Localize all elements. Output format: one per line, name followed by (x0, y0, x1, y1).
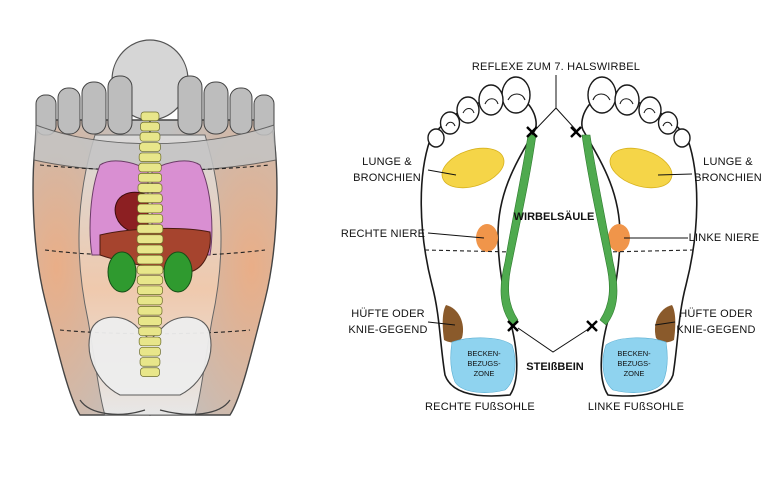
label-sole-left: LINKE FUßSOHLE (588, 401, 684, 413)
kidney-organ-left (107, 251, 137, 293)
vertebra (140, 121, 160, 132)
vertebra (136, 224, 164, 234)
vertebra (136, 234, 164, 244)
spine-organ (136, 111, 164, 377)
label-sole-right: RECHTE FUßSOHLE (425, 401, 535, 413)
label-lung-right-foot-2: BRONCHIEN (353, 172, 421, 184)
vertebra (140, 367, 160, 377)
label-pelvis-right-foot-2: BEZUGS- (467, 359, 501, 368)
vertebra (137, 295, 163, 306)
vertebra (136, 213, 164, 224)
pelvis-zone-left-foot (602, 337, 668, 393)
label-lung-left-foot-2: BRONCHIEN (694, 172, 762, 184)
label-hip-left-foot-1: HÜFTE ODER (679, 308, 753, 320)
vertebra (139, 142, 161, 152)
cross-marker-icon (570, 126, 582, 138)
label-hip-right-foot-2: KNIE-GEGEND (348, 324, 427, 336)
label-spine: WIRBELSÄULE (514, 210, 595, 223)
label-kidney-right: RECHTE NIERE (341, 228, 425, 240)
label-lung-right-foot-1: LUNGE & (362, 156, 412, 168)
pelvis-zone-right-foot (450, 337, 516, 393)
right-foot-toes (427, 76, 531, 148)
vertebra (139, 132, 161, 142)
kidney-zone-left-foot (608, 224, 630, 252)
vertebra (137, 316, 163, 326)
vertebra (139, 357, 161, 367)
vertebra (136, 254, 164, 265)
vertebra (137, 173, 163, 183)
vertebra (137, 285, 163, 296)
feet-body-overlay-illustration (32, 39, 278, 416)
label-c7-reflex: REFLEXE ZUM 7. HALSWIRBEL (472, 61, 640, 73)
label-pelvis-left-foot-1: BECKEN- (617, 349, 651, 358)
hip-zone-right-foot (442, 305, 464, 343)
vertebra (139, 346, 161, 357)
label-coccyx: STEIßBEIN (526, 361, 584, 373)
cross-marker-icon (507, 320, 519, 332)
left-foot-toes (587, 76, 691, 148)
vertebra (140, 111, 160, 122)
vertebra (138, 326, 162, 336)
label-pelvis-right-foot-3: ZONE (474, 369, 495, 378)
label-pelvis-right-foot-1: BECKEN- (467, 349, 501, 358)
vertebra (137, 183, 163, 193)
label-pelvis-left-foot-3: ZONE (624, 369, 645, 378)
label-hip-left-foot-2: KNIE-GEGEND (676, 324, 755, 336)
vertebra (138, 336, 162, 347)
reflex-soles-diagram: REFLEXE ZUM 7. HALSWIRBEL LUNGE & BRONCH… (341, 61, 762, 413)
lung-zone-right-foot (441, 147, 505, 189)
label-lung-left-foot-1: LUNGE & (703, 156, 753, 168)
vertebra (136, 265, 164, 275)
cross-marker-icon (526, 126, 538, 138)
kidney-organ-right (163, 251, 193, 293)
label-hip-right-foot-1: HÜFTE ODER (351, 308, 425, 320)
vertebra (137, 203, 163, 214)
vertebra (137, 193, 163, 203)
label-pelvis-left-foot-2: BEZUGS- (617, 359, 651, 368)
vertebra (138, 152, 162, 163)
spine-zone-left-foot (581, 134, 618, 326)
right-toes (177, 75, 275, 136)
vertebra (138, 162, 162, 173)
left-toes (35, 75, 133, 136)
vertebra (136, 275, 164, 285)
label-kidney-left: LINKE NIERE (689, 232, 760, 244)
vertebra (136, 244, 164, 255)
kidney-zone-right-foot (476, 224, 498, 252)
lung-zone-left-foot (609, 147, 673, 189)
vertebra (137, 306, 163, 316)
